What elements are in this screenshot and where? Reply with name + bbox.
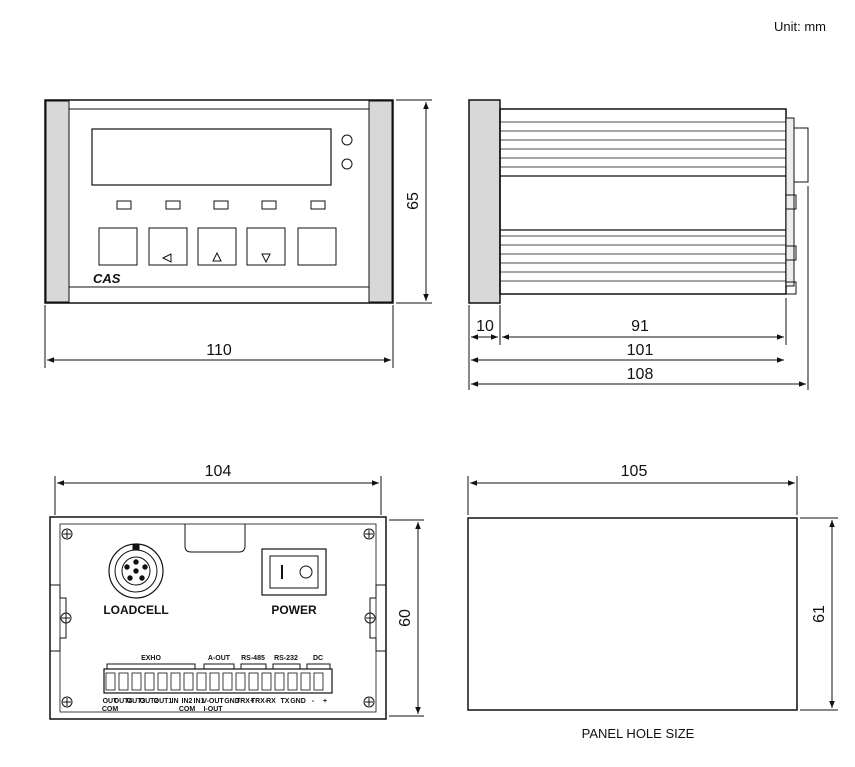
display-window xyxy=(91,128,332,186)
screw-icon xyxy=(60,612,72,624)
dim-side-91: 91 xyxy=(631,318,649,335)
terminal-label: COM xyxy=(102,706,119,713)
panel-caption: PANEL HOLE SIZE xyxy=(582,726,695,741)
power-switch xyxy=(261,548,327,596)
group-label-dc: DC xyxy=(313,655,323,662)
dim-panel-width: 105 xyxy=(621,463,648,480)
terminal-label: OUT2 xyxy=(140,698,159,705)
terminal-label: IN xyxy=(172,698,179,705)
terminal-label: RX xyxy=(266,698,276,705)
panel-hole xyxy=(467,517,798,711)
terminal-label: OUT xyxy=(103,698,119,705)
rear-view xyxy=(49,516,387,720)
terminal-label: TRX+ xyxy=(236,698,254,705)
indicator-led-2 xyxy=(341,158,353,170)
front-view xyxy=(44,99,394,304)
terminal-label: I-OUT xyxy=(203,706,223,713)
terminal-label: IN1 xyxy=(194,698,205,705)
terminal-label: OUT4 xyxy=(114,698,133,705)
screw-icon xyxy=(61,696,73,708)
group-label-aout: A-OUT xyxy=(208,655,231,662)
screw-icon xyxy=(363,696,375,708)
panel-hole-view xyxy=(467,476,838,711)
dim-front-height: 65 xyxy=(405,192,422,210)
front-key-5 xyxy=(297,227,337,266)
screw-icon xyxy=(363,528,375,540)
terminal-label: GND xyxy=(224,698,240,705)
terminal-label: - xyxy=(312,698,315,705)
terminal-label: OUT3 xyxy=(127,698,146,705)
front-key-up xyxy=(197,227,237,266)
front-key-down xyxy=(246,227,286,266)
group-label-rs232: RS-232 xyxy=(274,655,298,662)
terminal-block xyxy=(103,668,333,694)
terminal-label: TRX- xyxy=(251,698,268,705)
status-lamp xyxy=(213,200,229,210)
brand-logo: CAS xyxy=(93,271,121,286)
terminal-label: + xyxy=(323,698,327,705)
group-label-exho: EXHO xyxy=(141,655,161,662)
dim-rear-width: 104 xyxy=(205,463,232,480)
terminal-label: COM xyxy=(179,706,196,713)
status-lamp xyxy=(116,200,132,210)
unit-label: Unit: mm xyxy=(774,19,826,34)
dim-panel-height: 61 xyxy=(811,605,828,623)
screw-icon xyxy=(61,528,73,540)
terminal-label: V-OUT xyxy=(202,698,224,705)
terminal-label: IN2 xyxy=(182,698,193,705)
dim-side-10: 10 xyxy=(476,318,494,335)
up-arrow-icon xyxy=(212,251,222,262)
status-lamp xyxy=(261,200,277,210)
terminal-labels: OUT OUT4 OUT3 OUT2 OUT1 IN IN2 IN1 V-OUT… xyxy=(102,698,327,713)
indicator-led-1 xyxy=(341,134,353,146)
loadcell-label: LOADCELL xyxy=(103,603,168,617)
status-lamp xyxy=(310,200,326,210)
dim-side-101: 101 xyxy=(627,342,654,359)
dim-front-width: 110 xyxy=(206,342,232,359)
front-key-1 xyxy=(98,227,138,266)
down-arrow-icon xyxy=(261,253,271,264)
front-key-left xyxy=(148,227,188,266)
loadcell-connector xyxy=(108,543,164,599)
dim-rear-height: 60 xyxy=(397,609,414,627)
screw-icon xyxy=(364,612,376,624)
terminal-label: OUT1 xyxy=(154,698,173,705)
power-connector xyxy=(793,127,809,183)
group-label-rs485: RS-485 xyxy=(241,655,265,662)
terminal-label: GND xyxy=(290,698,306,705)
terminal-label: TX xyxy=(281,698,290,705)
status-lamp xyxy=(165,200,181,210)
dim-side-108: 108 xyxy=(627,366,654,383)
left-arrow-icon xyxy=(161,253,172,263)
power-label: POWER xyxy=(271,603,317,617)
side-view xyxy=(468,99,809,304)
